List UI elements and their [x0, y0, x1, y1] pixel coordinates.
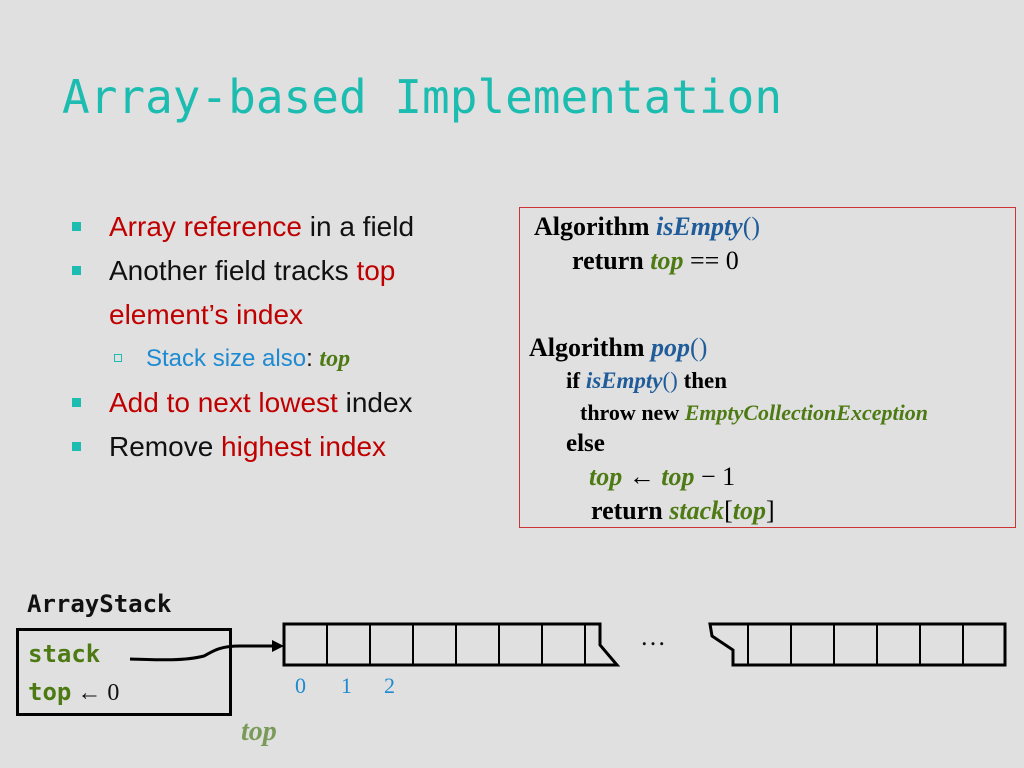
bullet-red-text: Array reference	[109, 211, 302, 242]
sub-bullet-blue-text: Stack size also	[146, 345, 307, 372]
variable: top	[589, 462, 623, 491]
field-top-row: top ← 0	[28, 678, 119, 707]
keyword: if	[566, 368, 586, 393]
function-name: pop	[651, 333, 691, 362]
variable: top	[732, 496, 767, 525]
slide-title: Array-based Implementation	[62, 70, 783, 124]
algorithm-decrement-line: top ← top − 1	[589, 462, 735, 492]
bullet-array-reference: Array reference in a field	[70, 205, 500, 249]
sub-bullet-square-icon	[114, 354, 122, 362]
field-stack: stack	[28, 640, 101, 668]
bullet-square-icon	[72, 222, 81, 231]
class-name-label: ArrayStack	[27, 590, 172, 618]
bullet-add: Add to next lowest index	[70, 381, 500, 425]
bullet-square-icon	[72, 442, 81, 451]
bullet-red-text: element’s index	[109, 299, 304, 330]
object-box	[16, 628, 232, 716]
sub-bullet-colon: :	[306, 345, 320, 372]
algorithm-throw-line: throw new EmptyCollectionException	[580, 400, 928, 426]
algorithm-isempty-header: Algorithm isEmpty()	[534, 212, 760, 242]
bullet-list: Array reference in a field Another field…	[70, 205, 500, 469]
pointer-arrow-head-icon	[272, 640, 284, 652]
bullet-red-text: highest index	[221, 431, 387, 462]
bullet-top-field: Another field tracks top element’s index	[70, 249, 500, 337]
bracket: ]	[766, 496, 775, 525]
top-pointer-label: top	[241, 716, 277, 747]
keyword: return	[572, 246, 651, 275]
bullet-text: Remove	[109, 431, 222, 462]
keyword: Algorithm	[529, 333, 652, 362]
array-index-label: 2	[384, 673, 395, 698]
algorithm-return-line: return top == 0	[572, 246, 739, 276]
sub-bullet-var: top	[319, 346, 351, 372]
array-index-label: 0	[295, 673, 306, 698]
algorithm-return-stack-line: return stack[top]	[591, 496, 775, 526]
sub-bullet-stack-size: Stack size also: top	[70, 337, 500, 381]
algorithm-pop-header: Algorithm pop()	[529, 333, 707, 363]
bullet-remove: Remove highest index	[70, 425, 500, 469]
expression: − 1	[694, 462, 736, 491]
keyword: Algorithm	[534, 212, 657, 241]
function-name: isEmpty	[585, 368, 663, 393]
parens: ()	[742, 212, 761, 241]
bullet-text: Another field tracks	[109, 255, 357, 286]
exception-name: EmptyCollectionException	[684, 400, 928, 425]
keyword: then	[677, 368, 728, 393]
array-right-cells	[747, 624, 964, 665]
variable: top	[650, 246, 684, 275]
keyword: throw new	[580, 400, 685, 425]
bullet-red-text: top	[356, 255, 396, 286]
arrow: ←	[622, 462, 662, 491]
function-name: isEmpty	[656, 212, 743, 241]
algorithm-else-line: else	[566, 430, 605, 458]
bullet-red-text: Add to next lowest	[109, 387, 338, 418]
parens: ()	[690, 333, 708, 362]
bullet-square-icon	[72, 398, 81, 407]
parens: ()	[662, 368, 678, 393]
array-right-segment	[708, 622, 1007, 667]
pointer-arrow-line	[129, 644, 272, 662]
bracket: [	[724, 496, 733, 525]
keyword: return	[591, 496, 670, 525]
expression: == 0	[683, 246, 739, 275]
keyword: else	[566, 430, 605, 457]
bullet-square-icon	[72, 266, 81, 275]
algorithm-box: Algorithm isEmpty() return top == 0 Algo…	[519, 207, 1016, 528]
algorithm-if-line: if isEmpty() then	[566, 368, 727, 394]
field-top: top	[28, 678, 72, 706]
variable: top	[661, 462, 695, 491]
top-assignment: ← 0	[71, 680, 120, 706]
array-left-cells	[326, 624, 586, 665]
array-index-label: 1	[341, 673, 352, 698]
bullet-text: in a field	[301, 211, 415, 242]
array-left-segment	[282, 622, 621, 667]
bullet-text: index	[337, 387, 413, 418]
array-ellipsis: …	[640, 622, 666, 651]
variable: stack	[669, 496, 725, 525]
